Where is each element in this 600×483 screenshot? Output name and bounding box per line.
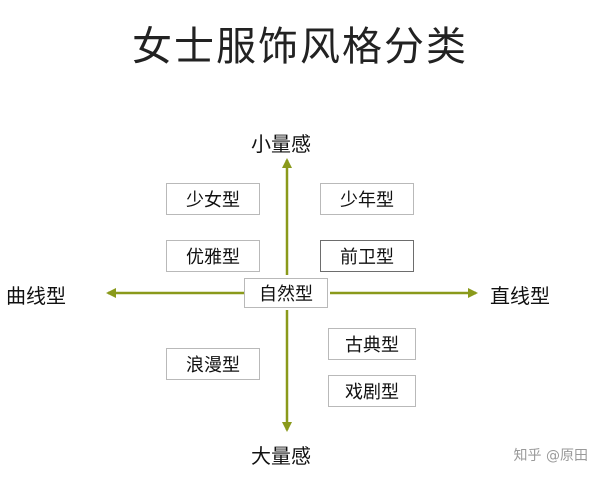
style-box-qianwei: 前卫型 [320,240,414,272]
style-box-youya: 优雅型 [166,240,260,272]
style-box-shaonian: 少年型 [320,183,414,215]
axis-label-right: 直线型 [490,284,550,308]
axis-label-top: 小量感 [251,132,311,156]
center-node-ziran: 自然型 [244,278,328,308]
watermark: 知乎 @原田 [513,448,588,464]
style-box-gudian: 古典型 [328,328,416,360]
axis-label-bottom: 大量感 [251,444,311,468]
axis-label-left: 曲线型 [6,284,66,308]
style-box-shaonv: 少女型 [166,183,260,215]
page-title: 女士服饰风格分类 [132,24,468,70]
style-box-xiju: 戏剧型 [328,375,416,407]
style-box-langman: 浪漫型 [166,348,260,380]
